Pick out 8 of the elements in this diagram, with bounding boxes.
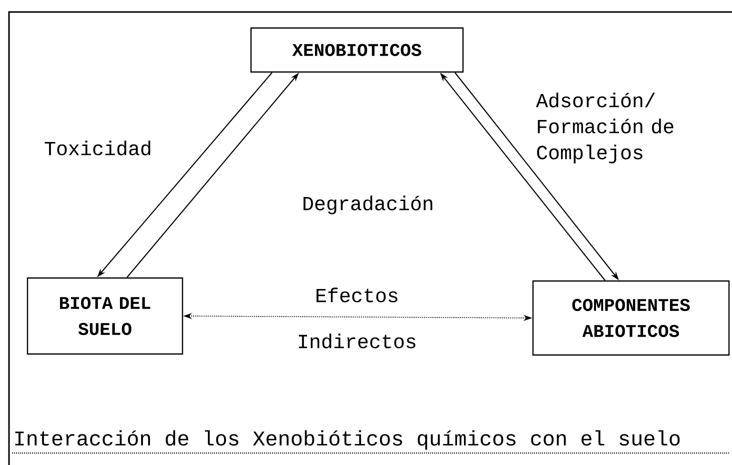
edge-label: Adsorción/ Formación de Complejos [536,92,674,164]
term-box: BIOTA DEL SUELO [26,277,184,355]
term-box: COMPONENTES ABIOTICOS [532,280,730,356]
edge-label: Toxicidad [44,140,150,156]
caption: Interacción de los Xenobióticos químicos con el suelo [15,430,680,450]
term-box: XENOBIOTICOS [250,27,464,73]
edge-label: Degradación [304,196,432,214]
edge-label: Efectos Indirectos [298,288,416,348]
